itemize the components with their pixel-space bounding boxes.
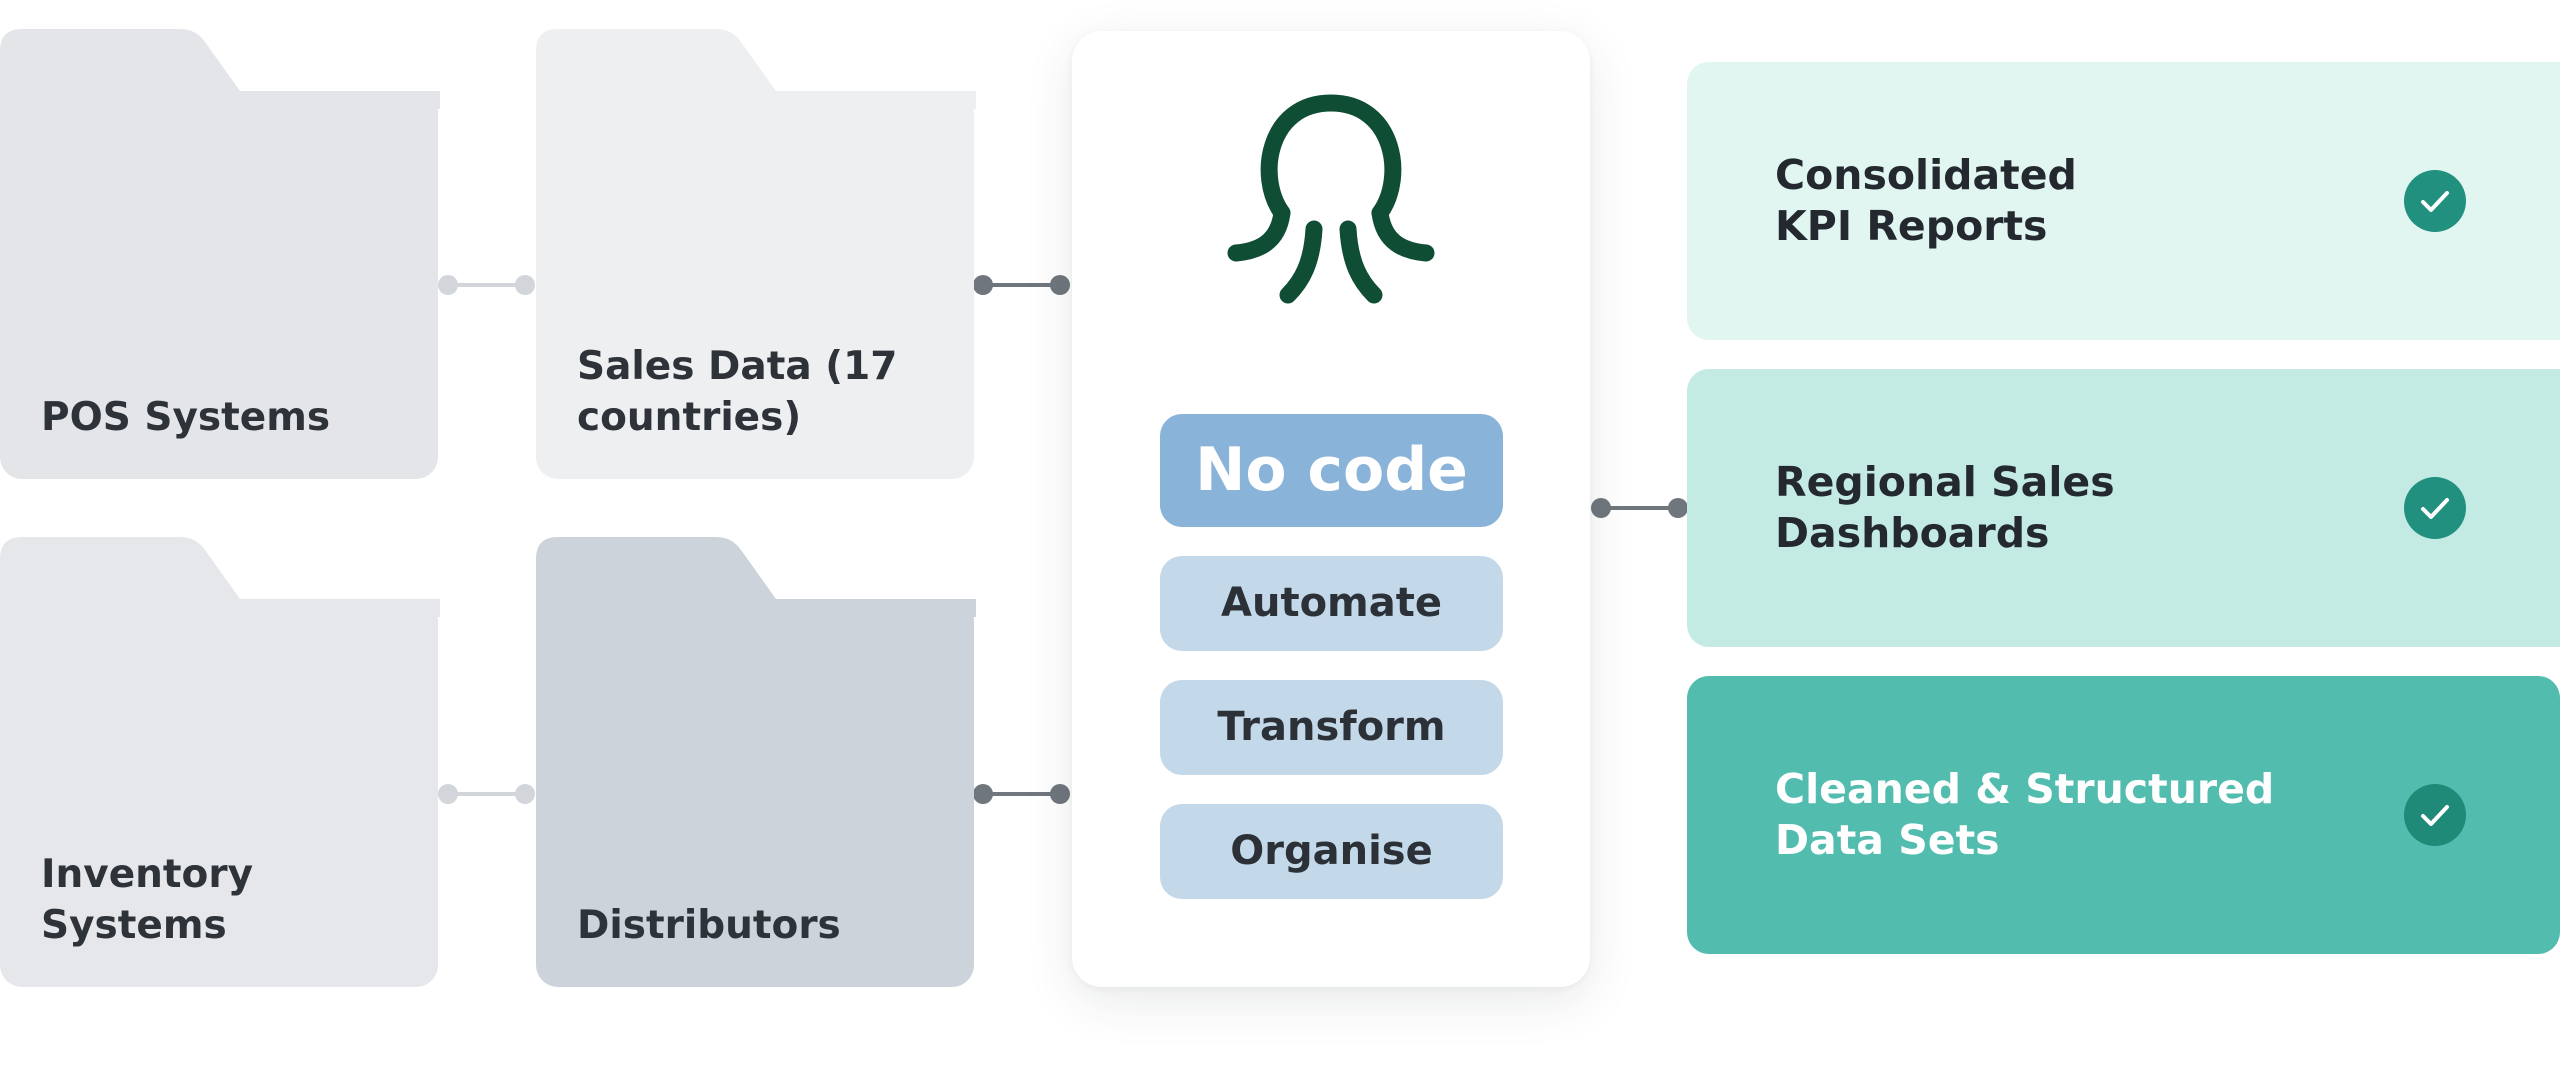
folder-body [0,91,438,479]
folder-body [536,91,974,479]
output-label: Consolidated KPI Reports [1775,151,2077,250]
output-kpi-reports[interactable]: Consolidated KPI Reports [1687,62,2560,340]
connector-hub-to-outputs [1591,498,1688,518]
connector-sales-to-hub [973,275,1070,295]
output-cleaned-data-sets[interactable]: Cleaned & Structured Data Sets [1687,676,2560,954]
output-regional-dashboards[interactable]: Regional Sales Dashboards [1687,369,2560,647]
folder-distributors[interactable]: Distributors [536,537,976,987]
folder-inventory-systems[interactable]: Inventory Systems [0,537,440,987]
source-label: Inventory Systems [41,852,254,948]
folder-tab-shape [536,537,976,617]
folder-tab-shape [0,29,440,109]
connector-distributors-to-hub [973,784,1070,804]
automate-pill[interactable]: Automate [1160,556,1503,651]
transform-pill[interactable]: Transform [1160,680,1503,775]
check-circle-icon [2404,170,2466,232]
no-code-badge: No code [1160,414,1503,527]
folder-tab-shape [536,29,976,109]
organise-pill[interactable]: Organise [1160,804,1503,899]
folder-tab [536,537,976,617]
folder-tab [0,537,440,617]
output-label: Cleaned & Structured Data Sets [1775,765,2275,864]
connector-pos-to-sales [438,275,535,295]
source-label: Sales Data (17 countries) [577,344,898,440]
check-circle-icon [2404,784,2466,846]
folder-tab [0,29,440,109]
folder-sales-data[interactable]: Sales Data (17 countries) [536,29,976,479]
octopus-logo-icon [1227,94,1435,304]
processing-hub-card: No code Automate Transform Organise [1072,31,1590,987]
source-label: POS Systems [41,395,331,440]
folder-body [0,599,438,987]
connector-inventory-to-distributors [438,784,535,804]
source-label: Distributors [577,903,841,948]
folder-tab-shape [0,537,440,617]
folder-tab [536,29,976,109]
folder-body [536,599,974,987]
folder-pos-systems[interactable]: POS Systems [0,29,440,479]
output-label: Regional Sales Dashboards [1775,458,2115,557]
check-circle-icon [2404,477,2466,539]
